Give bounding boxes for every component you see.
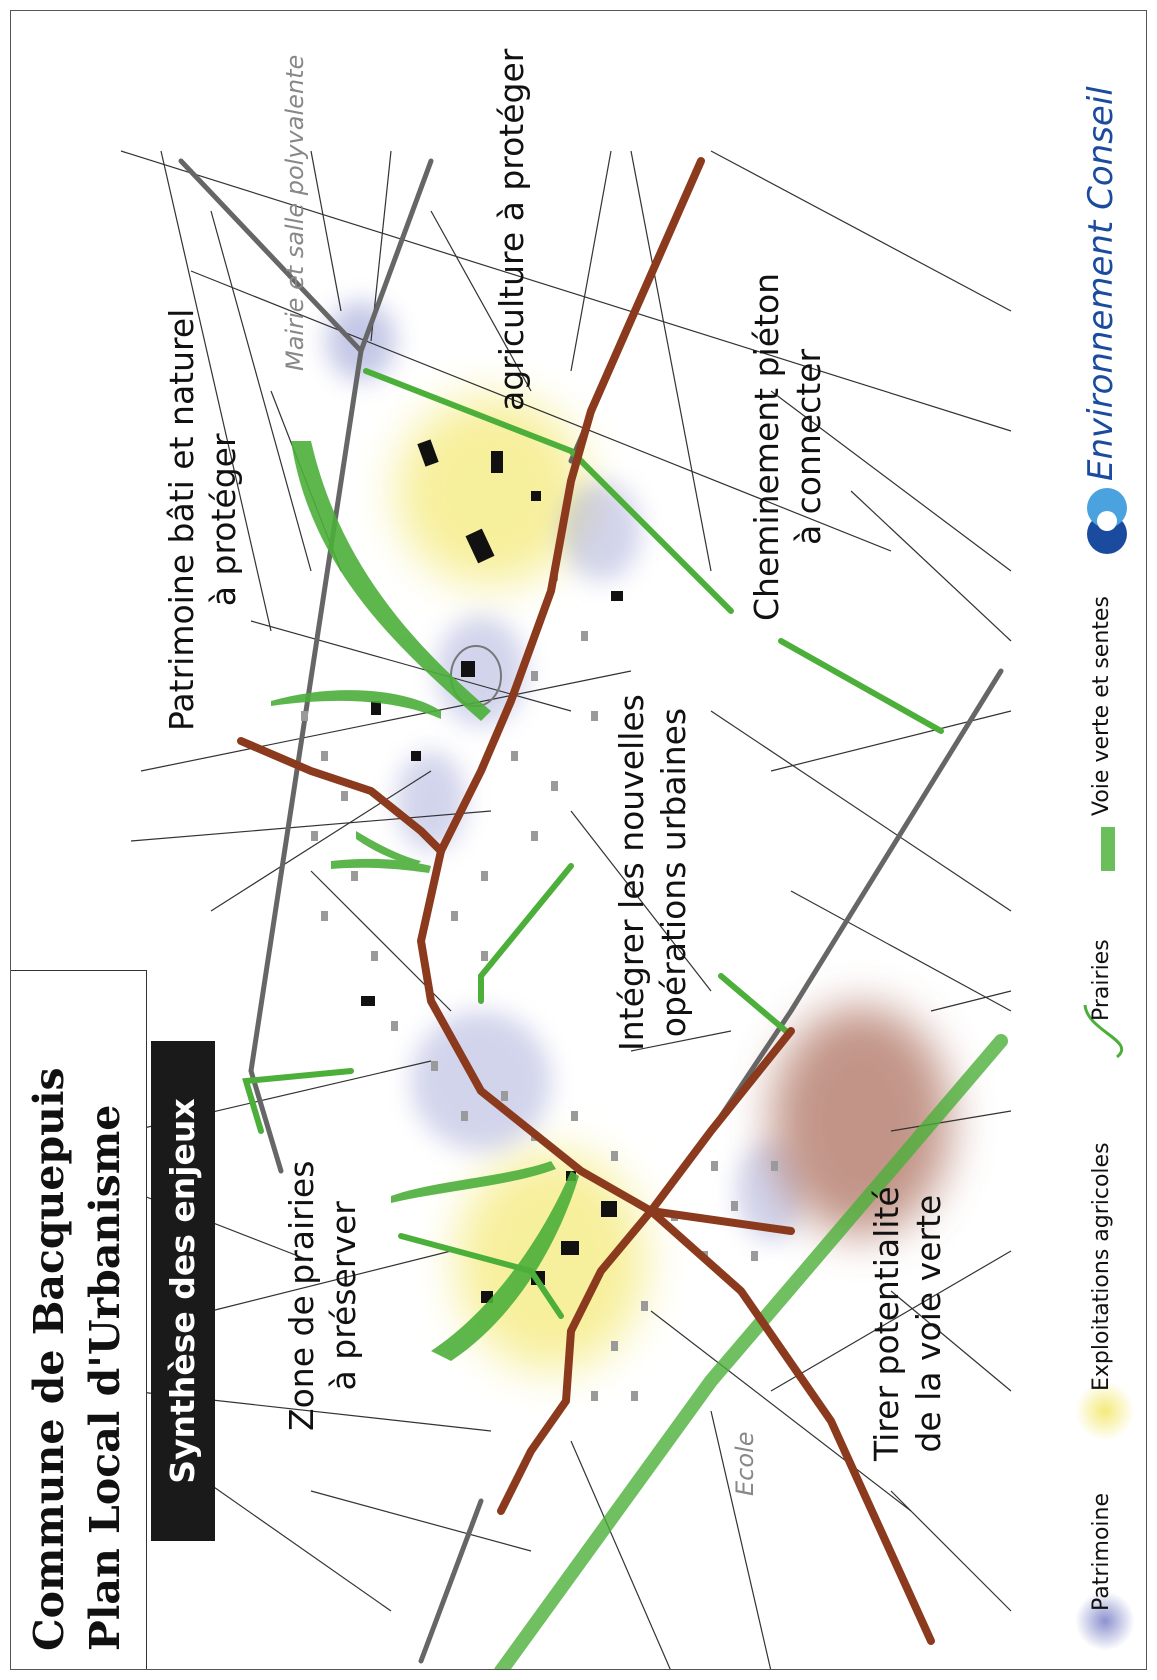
issue-cheminement-line-1: Cheminement piéton — [747, 272, 786, 621]
legend-prairies-icon — [1083, 1004, 1124, 1059]
legend: Patrimoine Exploitations agricoles Prair… — [1071, 11, 1146, 1669]
issue-operations-line-1: Intégrer les nouvelles — [612, 694, 651, 1051]
issue-patrimoine-line-2: à protéger — [204, 433, 243, 607]
issue-operations: Intégrer les nouvelles opérations urbain… — [611, 694, 695, 1051]
issue-prairies-line-2: à préserver — [324, 1201, 363, 1391]
legend-voie-verte-swatch — [1101, 827, 1115, 871]
prairies — [271, 441, 579, 1361]
label-mairie: Mairie et salle polyvalente — [281, 54, 309, 371]
legend-exploitations-label: Exploitations agricoles — [1089, 1142, 1114, 1391]
main-roads — [237, 157, 935, 1645]
rotated-label-layer: Commune de Bacquepuis Plan Local d'Urban… — [11, 11, 1146, 1669]
issue-patrimoine: Patrimoine bâti et naturel à protéger — [161, 309, 245, 731]
legend-voie-verte-label: Voie verte et sentes — [1089, 596, 1114, 816]
development-zone — [771, 1006, 951, 1236]
building-blocks — [361, 439, 623, 1303]
issue-agriculture: agriculture à protéger — [492, 48, 531, 411]
brand-name: Environnement Conseil — [1081, 86, 1121, 481]
issue-cheminement-line-2: à connecter — [789, 348, 828, 546]
base-map — [120, 150, 1012, 1669]
issue-cheminement: Cheminement piéton à connecter — [746, 273, 830, 621]
title-line-1: Commune de Bacquepuis — [25, 1067, 73, 1651]
title-box: Commune de Bacquepuis Plan Local d'Urban… — [11, 970, 147, 1669]
issue-patrimoine-line-1: Patrimoine bâti et naturel — [162, 308, 201, 731]
issue-voie-verte: Tirer potentialité de la voie verte — [866, 1186, 950, 1461]
title-line-2: Plan Local d'Urbanisme — [81, 1104, 129, 1651]
voie-verte — [242, 368, 1008, 1669]
legend-patrimoine-label: Patrimoine — [1089, 1492, 1114, 1611]
exploitations-zones — [396, 396, 646, 1371]
map-frame: Commune de Bacquepuis Plan Local d'Urban… — [10, 10, 1147, 1670]
label-ecole: Ecole — [731, 1431, 759, 1496]
issue-voie-verte-line-1: Tirer potentialité — [867, 1186, 906, 1461]
issue-operations-line-2: opérations urbaines — [654, 707, 693, 1038]
parcel-lines — [120, 150, 1012, 1669]
subtitle-bar: Synthèse des enjeux — [151, 1041, 215, 1541]
issue-prairies-line-1: Zone de prairies — [282, 1160, 321, 1431]
issue-voie-verte-line-2: de la voie verte — [909, 1194, 948, 1453]
legend-prairies-label: Prairies — [1089, 939, 1114, 1021]
issue-prairies: Zone de prairies à préserver — [281, 1161, 365, 1431]
brand-logo-icon — [1087, 488, 1127, 554]
